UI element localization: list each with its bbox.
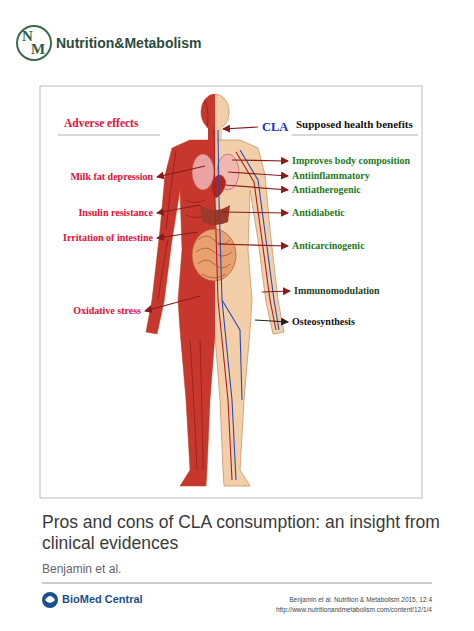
human-figure [146, 94, 284, 486]
logo-ring [17, 26, 51, 60]
page-title: Pros and cons of CLA consumption: an ins… [42, 512, 442, 554]
health-benefit: Antidiabetic [292, 207, 345, 219]
leader-arrows [145, 127, 290, 322]
adverse-effect: Milk fat depression [70, 171, 153, 183]
compound-label: CLA [262, 120, 288, 135]
logo-letter: M [31, 40, 45, 58]
publisher-name: BioMed Central [62, 593, 143, 606]
figure-frame [40, 86, 422, 498]
journal-name: Nutrition&Metabolism [56, 35, 201, 52]
citation: Benjamin et al. Nutrition & Metabolism 2… [289, 596, 432, 604]
publisher-logo [42, 592, 58, 608]
health-benefit: Osteosynthesis [292, 316, 355, 328]
health-benefit: Immunomodulation [294, 285, 380, 297]
adverse-effect: Oxidative stress [73, 305, 141, 317]
health-benefit: Antiatherogenic [292, 184, 361, 196]
health-benefit: Improves body composition [292, 155, 410, 167]
header-rule [58, 135, 160, 136]
author-line: Benjamin et al. [42, 562, 121, 576]
adverse-effect: Insulin resistance [78, 207, 153, 219]
header-rule [292, 135, 418, 136]
adverse-effect: Irritation of intestine [63, 232, 153, 244]
health-benefit: Antiinflammatory [292, 170, 370, 182]
column-heading: Supposed health benefits [296, 118, 413, 131]
footer-rule [42, 583, 432, 584]
health-benefit: Anticarcinogenic [292, 240, 365, 252]
column-heading: Adverse effects [64, 117, 138, 131]
url: http://www.nutritionandmetabolism.com/co… [276, 606, 432, 614]
